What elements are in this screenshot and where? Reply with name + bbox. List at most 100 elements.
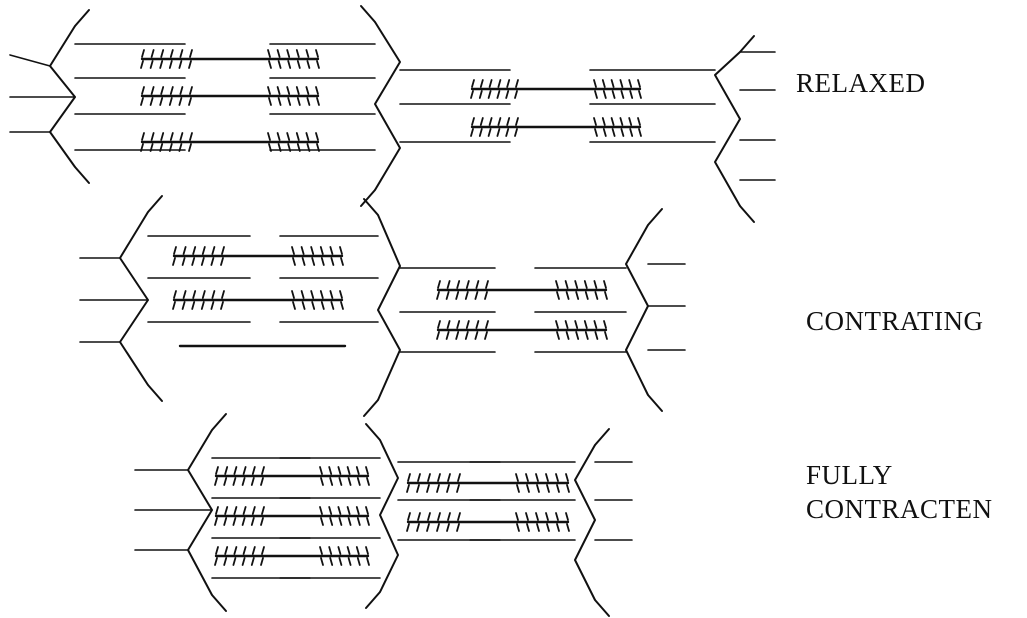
myosin-head: [189, 132, 193, 141]
myosin-head: [594, 291, 599, 300]
myosin-head: [338, 557, 343, 566]
myosin-filament: [214, 546, 370, 566]
myosin-head: [276, 86, 281, 95]
myosin-head: [638, 90, 642, 99]
myosin-head: [355, 506, 360, 515]
myosin-head: [211, 246, 216, 255]
myosin-head: [485, 320, 489, 329]
myosin-head: [267, 132, 271, 141]
myosin-head: [445, 291, 450, 300]
myosin-head: [172, 257, 176, 266]
myosin-head: [340, 301, 344, 310]
myosin-head: [179, 49, 184, 58]
contracting-label: CONTRATING: [806, 306, 984, 336]
myosin-head: [295, 132, 300, 141]
z-line-middle-end: [363, 198, 379, 216]
myosin-head: [292, 257, 296, 266]
myosin-head: [356, 517, 361, 526]
myosin-head: [436, 291, 440, 300]
myosin-head: [638, 128, 642, 137]
myosin-head: [426, 523, 430, 532]
myosin-head: [261, 506, 265, 515]
myosin-head: [556, 523, 560, 532]
myosin-head: [181, 257, 186, 266]
myosin-head: [457, 512, 461, 521]
myosin-head: [497, 117, 502, 126]
z-line-left-end: [147, 384, 163, 402]
myosin-filament: [470, 79, 642, 99]
myosin-head: [232, 477, 237, 486]
myosin-head: [338, 477, 343, 486]
myosin-head: [233, 506, 238, 515]
myosin-head: [474, 331, 479, 340]
relaxed-sarcomere-panel: [9, 5, 776, 223]
myosin-head: [447, 512, 451, 521]
myosin-head: [140, 97, 144, 106]
myosin-head: [629, 90, 634, 99]
z-line-middle: [379, 439, 399, 593]
myosin-head: [223, 517, 228, 526]
myosin-head: [437, 512, 441, 521]
myosin-head: [277, 143, 282, 152]
myosin-head: [488, 79, 493, 88]
myosin-head: [224, 466, 229, 475]
myosin-head: [546, 484, 550, 493]
myosin-head: [179, 132, 184, 141]
myosin-head: [525, 473, 529, 482]
myosin-head: [437, 280, 441, 289]
myosin-head: [604, 331, 608, 340]
myosin-head: [260, 517, 264, 526]
myosin-head: [416, 523, 420, 532]
z-line-arm: [9, 54, 51, 67]
z-line-middle: [377, 214, 401, 401]
myosin-head: [220, 301, 224, 310]
myosin-head: [456, 523, 460, 532]
myosin-head: [276, 132, 281, 141]
myosin-head: [305, 49, 310, 58]
myosin-head: [464, 331, 469, 340]
myosin-head: [191, 257, 196, 266]
myosin-head: [407, 512, 411, 521]
myosin-head: [223, 557, 228, 566]
myosin-head: [366, 557, 370, 566]
myosin-head: [356, 557, 361, 566]
myosin-head: [525, 512, 529, 521]
myosin-head: [604, 291, 608, 300]
myosin-head: [603, 280, 607, 289]
myosin-head: [201, 246, 206, 255]
myosin-head: [505, 128, 510, 137]
myosin-head: [211, 290, 216, 299]
myosin-head: [515, 117, 519, 126]
myosin-head: [169, 86, 174, 95]
myosin-head: [315, 86, 319, 95]
myosin-head: [437, 320, 441, 329]
myosin-head: [277, 97, 282, 106]
myosin-head: [465, 280, 470, 289]
myosin-head: [150, 132, 155, 141]
myosin-head: [601, 79, 606, 88]
myosin-head: [329, 557, 334, 566]
myosin-head: [456, 484, 460, 493]
myosin-head: [545, 473, 549, 482]
myosin-head: [515, 79, 519, 88]
z-line-left-end: [211, 594, 227, 612]
myosin-head: [192, 290, 197, 299]
myosin-head: [337, 506, 342, 515]
myosin-head: [478, 90, 483, 99]
myosin-head: [329, 517, 334, 526]
myosin-filament: [436, 320, 608, 340]
myosin-head: [182, 290, 187, 299]
myosin-filament: [214, 466, 370, 486]
myosin-head: [328, 506, 333, 515]
myosin-head: [189, 86, 193, 95]
myosin-head: [267, 49, 271, 58]
myosin-head: [319, 246, 324, 255]
myosin-head: [594, 128, 598, 137]
myosin-head: [160, 86, 165, 95]
myosin-head: [565, 473, 569, 482]
myosin-head: [365, 506, 369, 515]
z-line-left: [187, 429, 213, 596]
myosin-head: [574, 280, 579, 289]
myosin-head: [583, 280, 588, 289]
